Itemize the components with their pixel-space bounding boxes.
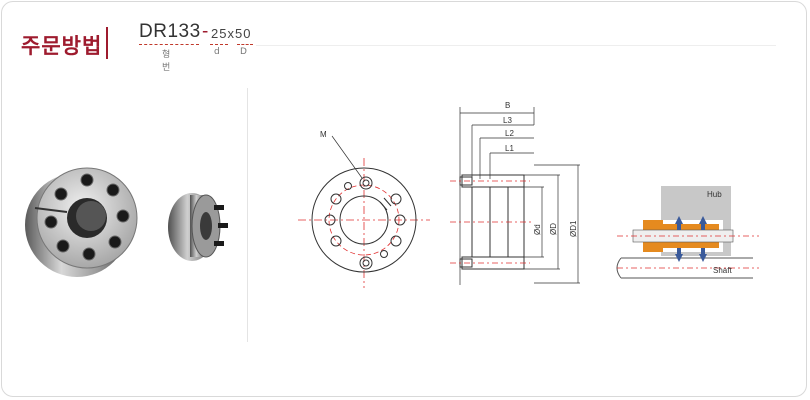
front-view-drawing: M (298, 130, 430, 288)
m-leader-line (331, 135, 363, 179)
clamp-force-arrows (675, 216, 707, 262)
sleeve-bottom-left (643, 242, 663, 252)
label-M: M (320, 130, 327, 139)
bore-circle (339, 195, 389, 245)
dim-L1: L1 (505, 144, 514, 153)
model-dash: - (202, 21, 209, 42)
product-photo-ring (25, 167, 138, 277)
type-caption: 형번 (162, 50, 171, 73)
model-code: DR133 (139, 21, 201, 42)
dim-D: ØD (549, 223, 558, 235)
sleeve-top-left (643, 220, 663, 230)
shaft-label: Shaft (713, 266, 732, 275)
title-divider (106, 27, 108, 59)
installation-drawing: Hub Shaft (616, 186, 759, 279)
model-size: 25x50 (211, 26, 252, 41)
outer-diameter-circle (311, 167, 417, 273)
dim-d: Ød (533, 224, 542, 235)
d-underline (210, 44, 228, 45)
bolt-holes (324, 176, 406, 270)
D-caption: D (240, 47, 247, 57)
hub-label: Hub (707, 190, 722, 199)
dim-L2: L2 (505, 129, 514, 138)
section-divider (247, 88, 248, 342)
page-title: 주문방법 (21, 34, 103, 58)
product-photo-clamp (168, 193, 228, 261)
dim-L3: L3 (503, 116, 512, 125)
sleeve-top (663, 224, 719, 230)
D-underline (237, 44, 253, 45)
dim-D1: ØD1 (569, 220, 578, 237)
header-rule (256, 45, 776, 46)
d-caption: d (214, 47, 220, 57)
sleeve-bottom (663, 242, 719, 248)
dim-B: B (505, 101, 510, 110)
side-view-drawing: B L3 L2 L1 Ød ØD ØD1 (450, 101, 580, 285)
model-code-underline (139, 44, 199, 45)
